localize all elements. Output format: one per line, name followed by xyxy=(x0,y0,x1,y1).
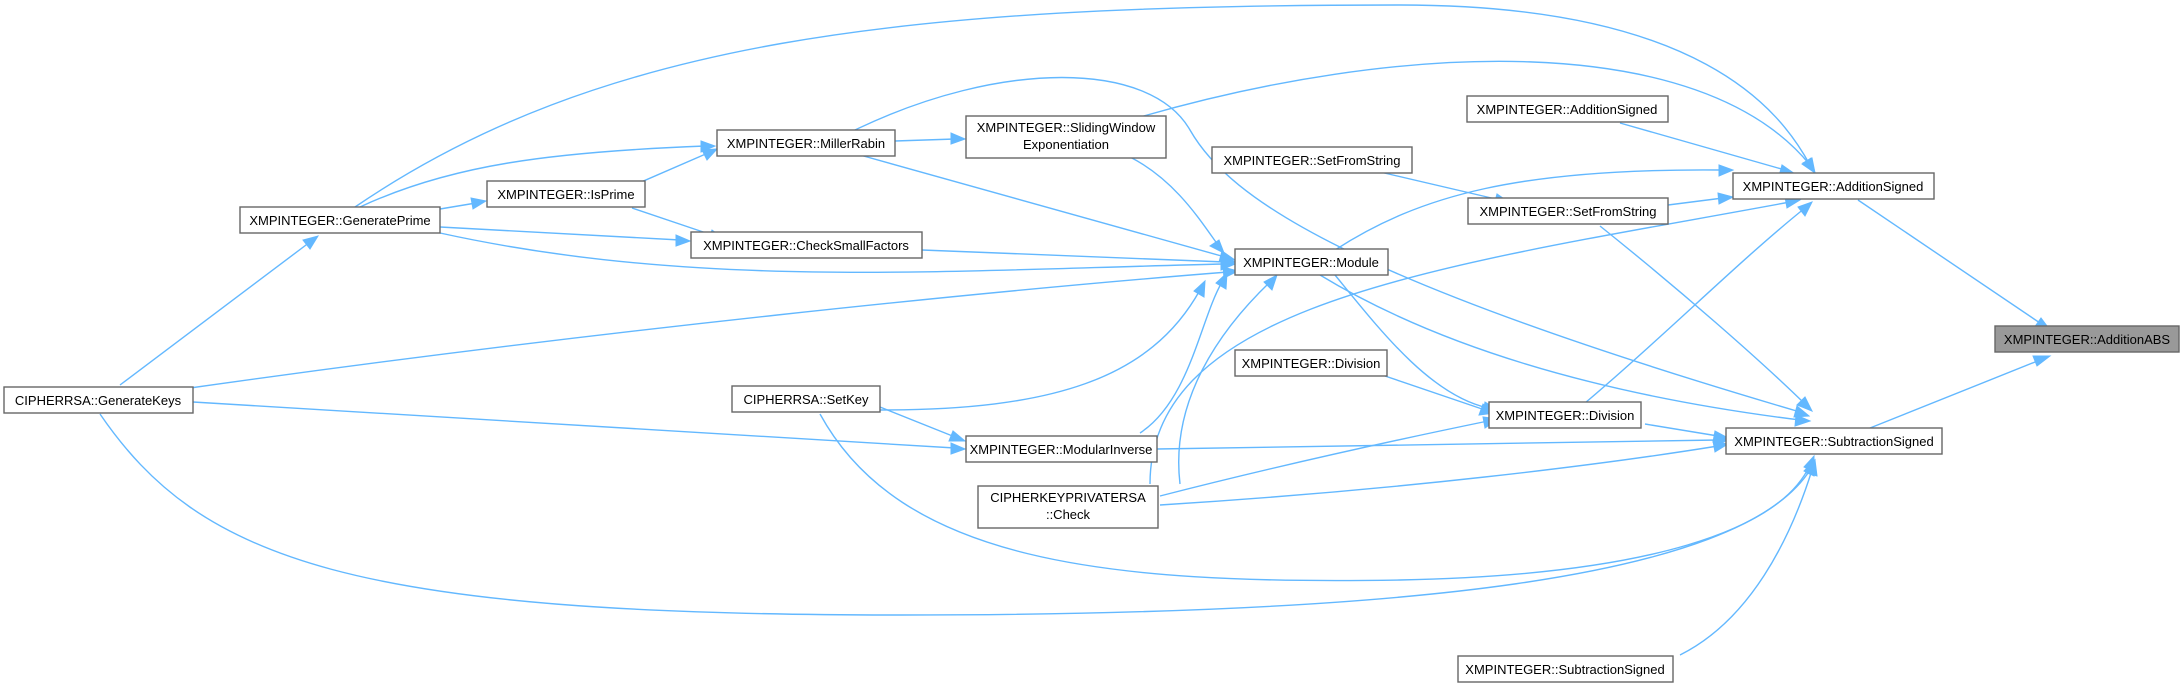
node-label: CIPHERRSA::SetKey xyxy=(744,392,869,407)
edge-setfromstring-to-subsigned xyxy=(1599,225,1814,412)
node-label: XMPINTEGER::AdditionABS xyxy=(2004,332,2170,347)
node-label: XMPINTEGER::MillerRabin xyxy=(727,136,885,151)
node-label: XMPINTEGER::Module xyxy=(1243,255,1379,270)
edge-millerrabin-to-sliding xyxy=(894,132,967,145)
node-division[interactable]: XMPINTEGER::Division xyxy=(1488,401,1642,429)
node-label: CIPHERRSA::GenerateKeys xyxy=(15,393,182,408)
edge-check-to-division xyxy=(1159,416,1500,497)
node-set-from-string[interactable]: XMPINTEGER::SetFromString xyxy=(1467,197,1669,225)
node-addition-signed[interactable]: XMPINTEGER::AdditionSigned xyxy=(1732,172,1935,200)
edge-addsigned2-to-addsigned xyxy=(1619,122,1797,177)
node-modular-inverse[interactable]: XMPINTEGER::ModularInverse xyxy=(965,435,1158,463)
node-subtraction-signed-lower[interactable]: XMPINTEGER::SubtractionSigned xyxy=(1457,655,1674,683)
edge-generateprime-to-checksmall xyxy=(439,226,692,247)
edge-generatekeys-to-module xyxy=(189,266,1240,389)
node-label: XMPINTEGER::SubtractionSigned xyxy=(1465,662,1664,677)
edge-generateprime-to-isprime xyxy=(439,197,488,210)
edge-division2-to-division xyxy=(1384,375,1497,416)
node-label: XMPINTEGER::Division xyxy=(1242,356,1381,371)
node-generate-prime[interactable]: XMPINTEGER::GeneratePrime xyxy=(239,206,441,234)
edge-modinverse-to-subsigned xyxy=(1156,434,1730,450)
edge-division-to-addsigned xyxy=(1584,201,1814,404)
nodes: XMPINTEGER::AdditionABS XMPINTEGER::Addi… xyxy=(3,95,2180,683)
edge-setfromstring-to-addsigned xyxy=(1667,192,1735,206)
edge-addsigned-to-addabs xyxy=(1857,199,2052,331)
node-division-upper[interactable]: XMPINTEGER::Division xyxy=(1234,349,1388,377)
node-subtraction-signed[interactable]: XMPINTEGER::SubtractionSigned xyxy=(1725,427,1943,455)
edge-modinverse-to-module xyxy=(1139,271,1228,434)
node-cipher-key-private-rsa-check[interactable]: CIPHERKEYPRIVATERSA ::Check xyxy=(977,485,1159,529)
edge-setkey-to-subsigned xyxy=(819,413,1815,582)
edge-millerrabin-to-subsigned xyxy=(854,76,1811,418)
edge-check-to-addsigned xyxy=(1149,196,1802,485)
edge-generateprime-to-millerrabin xyxy=(359,140,717,208)
node-label: XMPINTEGER::Division xyxy=(1496,408,1635,423)
edges xyxy=(99,4,2052,656)
node-addition-signed-upper[interactable]: XMPINTEGER::AdditionSigned xyxy=(1466,95,1669,123)
edge-generatekeys-to-modinverse xyxy=(192,401,967,455)
edge-module-to-subsigned xyxy=(1319,274,1812,427)
node-label-line1: XMPINTEGER::SlidingWindow xyxy=(977,120,1156,135)
node-label: XMPINTEGER::AdditionSigned xyxy=(1743,179,1924,194)
node-module[interactable]: XMPINTEGER::Module xyxy=(1234,248,1389,276)
node-set-key[interactable]: CIPHERRSA::SetKey xyxy=(731,385,881,413)
edge-subsigned-to-addabs xyxy=(1869,355,2052,429)
node-generate-keys[interactable]: CIPHERRSA::GenerateKeys xyxy=(3,386,194,414)
node-label: XMPINTEGER::SetFromString xyxy=(1480,204,1657,219)
node-label: XMPINTEGER::IsPrime xyxy=(497,187,634,202)
node-is-prime[interactable]: XMPINTEGER::IsPrime xyxy=(486,180,646,208)
node-check-small-factors[interactable]: XMPINTEGER::CheckSmallFactors xyxy=(690,231,923,259)
node-label: XMPINTEGER::SetFromString xyxy=(1224,153,1401,168)
edge-setkey-to-modinverse xyxy=(879,406,967,442)
node-label-line1: CIPHERKEYPRIVATERSA xyxy=(990,490,1146,505)
node-label: XMPINTEGER::AdditionSigned xyxy=(1477,102,1658,117)
edge-check-to-module xyxy=(1178,273,1278,485)
node-label-line2: ::Check xyxy=(1046,507,1091,522)
node-addition-abs[interactable]: XMPINTEGER::AdditionABS xyxy=(1994,325,2180,353)
node-set-from-string-upper[interactable]: XMPINTEGER::SetFromString xyxy=(1211,146,1413,174)
node-label: XMPINTEGER::CheckSmallFactors xyxy=(703,238,909,253)
edge-generatekeys-to-subsigned xyxy=(99,413,1816,616)
edge-module-to-division xyxy=(1334,274,1500,414)
edge-subsigned2-to-subsigned xyxy=(1679,458,1818,656)
edge-generatekeys-to-generateprime xyxy=(119,235,320,386)
edge-generateprime-to-addsigned xyxy=(354,4,1816,208)
node-label: XMPINTEGER::ModularInverse xyxy=(970,442,1153,457)
edge-checksmall-to-module xyxy=(921,249,1237,268)
edge-module-to-addsigned xyxy=(1334,164,1735,251)
node-label: XMPINTEGER::SubtractionSigned xyxy=(1734,434,1933,449)
node-miller-rabin[interactable]: XMPINTEGER::MillerRabin xyxy=(716,129,896,157)
node-sliding-window-exponentiation[interactable]: XMPINTEGER::SlidingWindow Exponentiation xyxy=(965,115,1167,159)
edge-sliding-to-module xyxy=(1129,156,1225,255)
edge-setkey-to-module xyxy=(879,279,1206,411)
edge-check-to-subsigned xyxy=(1159,440,1730,506)
node-label: XMPINTEGER::GeneratePrime xyxy=(249,213,430,228)
node-label-line2: Exponentiation xyxy=(1023,137,1109,152)
